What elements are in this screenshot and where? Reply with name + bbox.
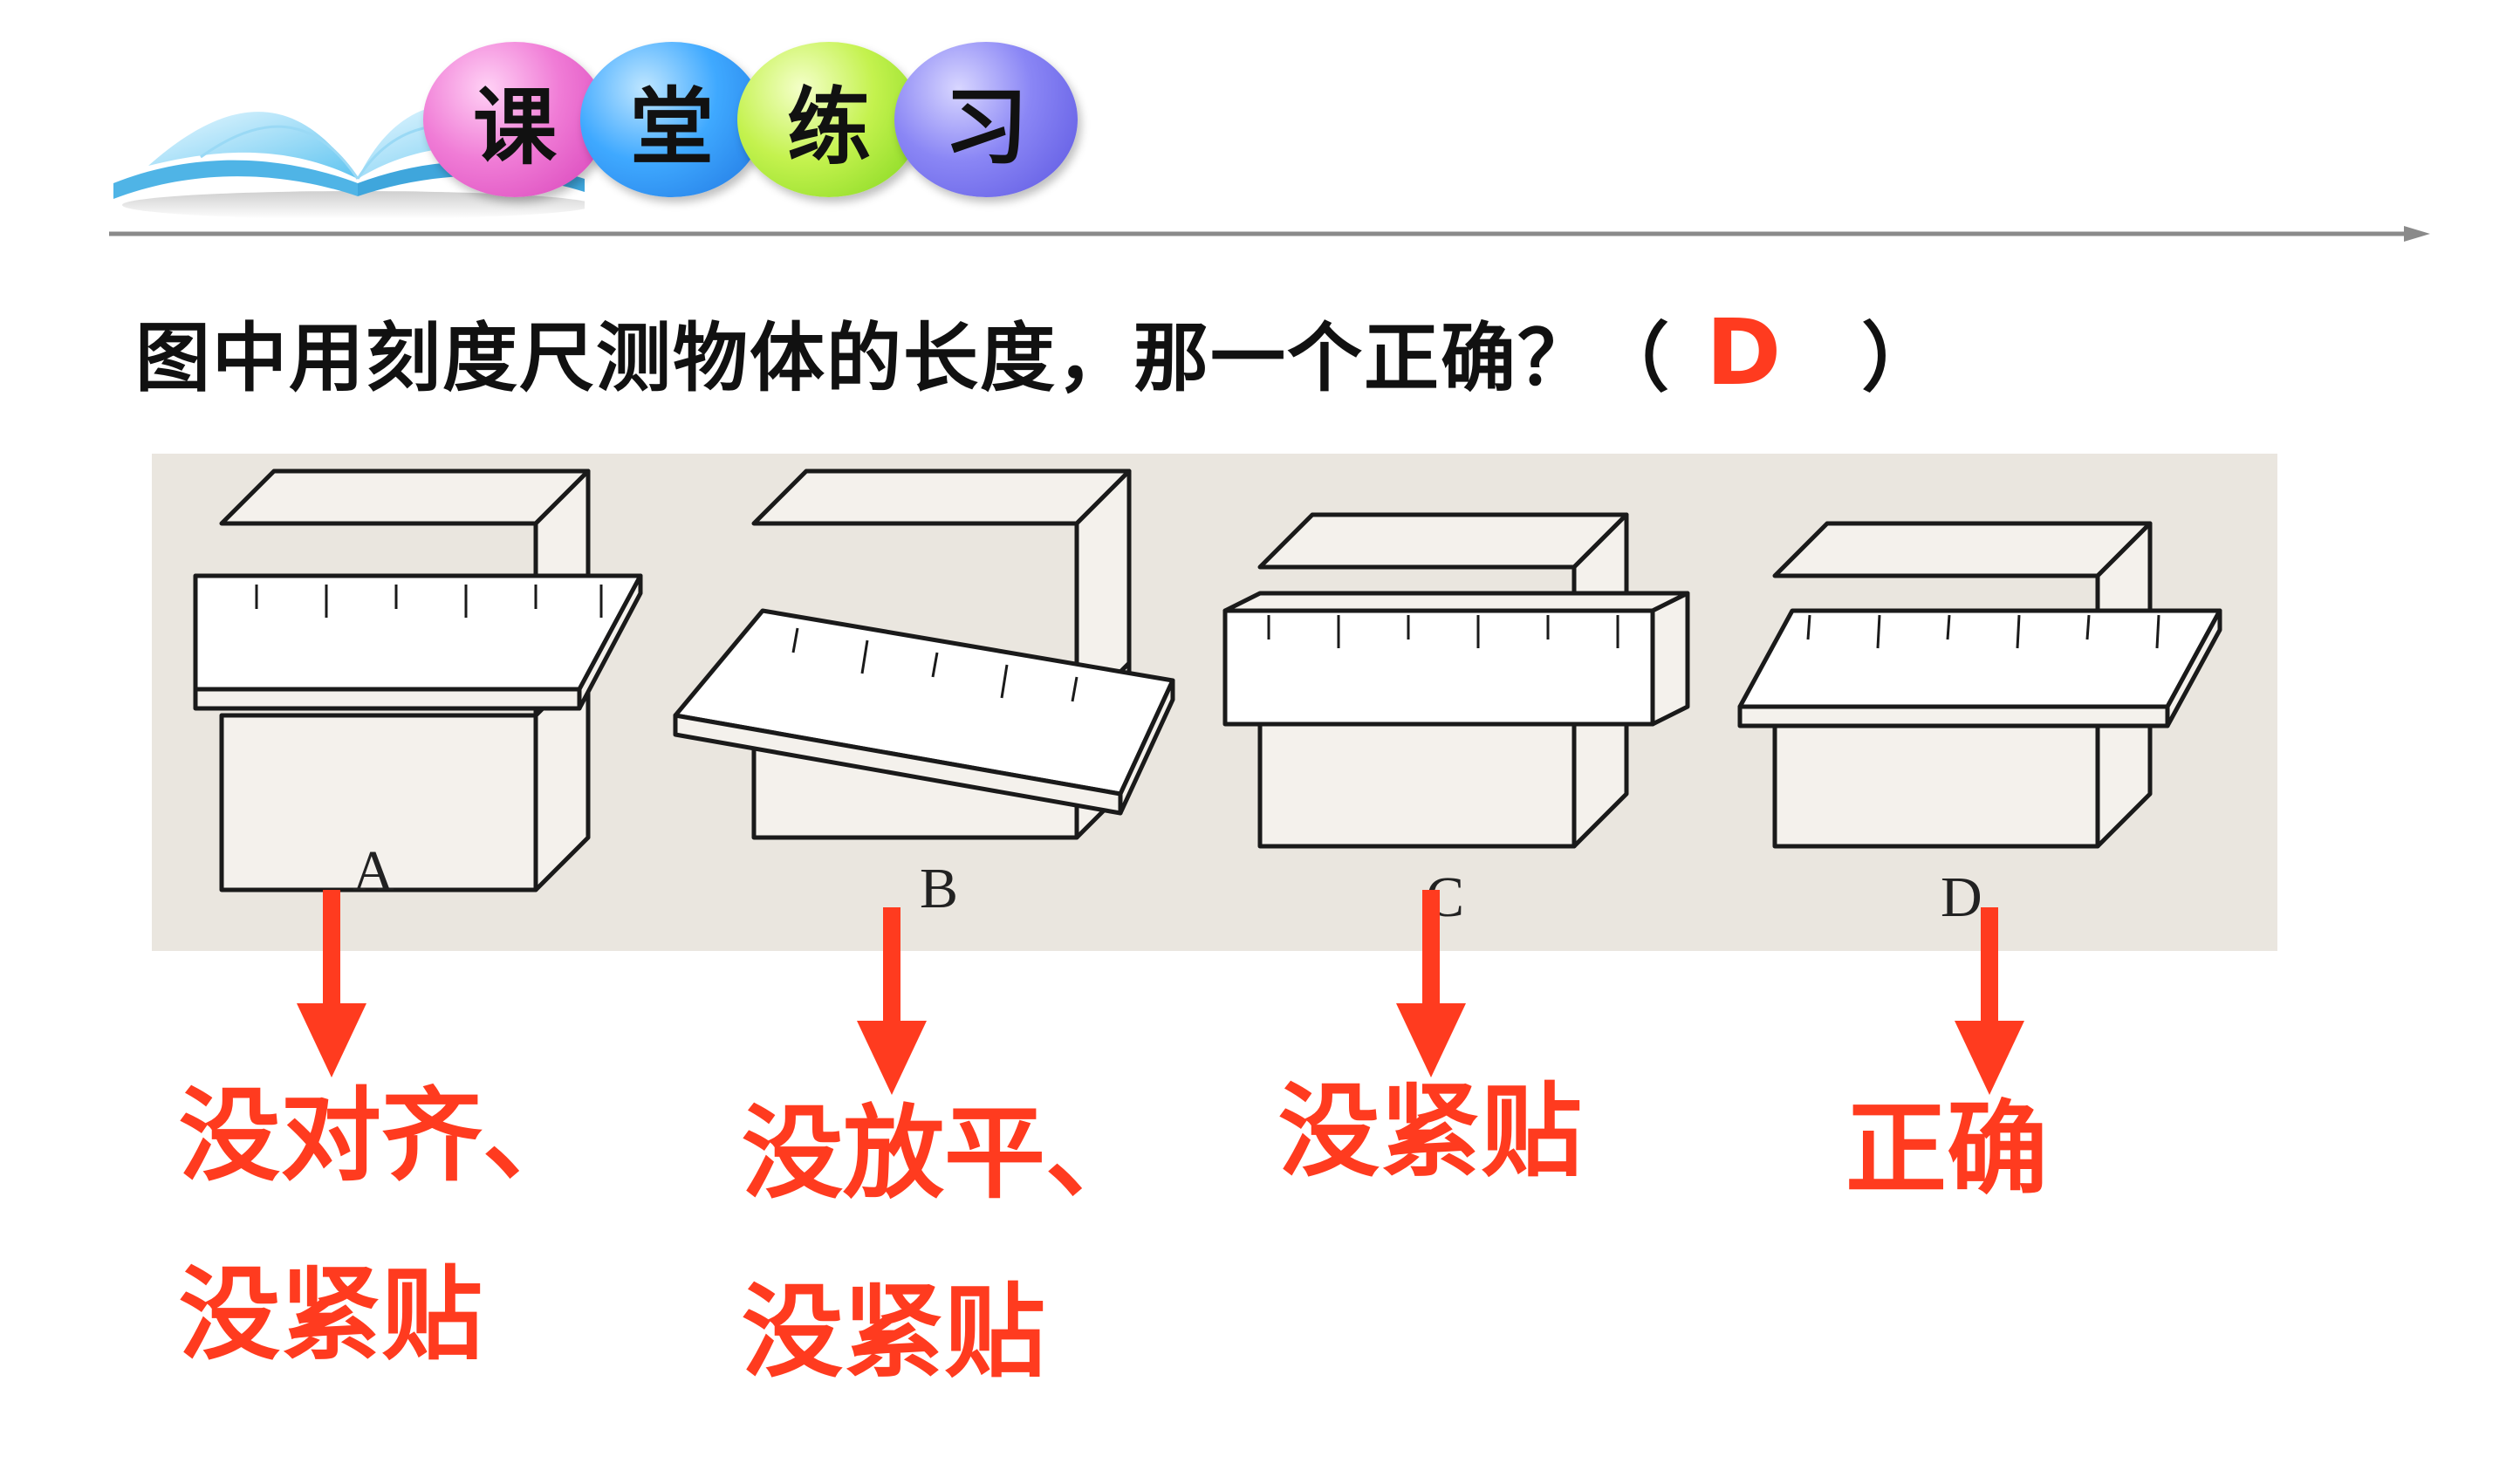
- note-b: 没放平、 没紧贴: [742, 1064, 1147, 1422]
- section-header: 课 堂 练 习: [0, 0, 2513, 244]
- note-line: 没紧贴: [1278, 1073, 1582, 1191]
- note-line: 正确: [1845, 1091, 2048, 1208]
- note-a: 没对齐、 没紧贴: [179, 1047, 584, 1405]
- title-char: 堂: [630, 78, 714, 176]
- title-char: 习: [944, 78, 1028, 176]
- ruler-measurement-figure: A B C D: [152, 454, 2277, 951]
- answer-letter: D: [1706, 299, 1784, 406]
- figure-c: [1222, 512, 1690, 849]
- title-char-bubble: 练: [737, 42, 921, 197]
- header-divider-arrow: [109, 226, 2430, 242]
- note-line: 没放平、: [742, 1095, 1147, 1213]
- figure-label-a: A: [353, 839, 394, 903]
- question-close: ）: [1861, 315, 1939, 402]
- title-char: 课: [473, 78, 557, 176]
- note-c: 没紧贴: [1278, 1043, 1582, 1221]
- note-line: 没紧贴: [179, 1256, 483, 1374]
- title-char-bubble: 堂: [580, 42, 763, 197]
- arrow-down-icon: [297, 890, 366, 1077]
- figure-a: [193, 468, 643, 892]
- title-char-bubble: 课: [423, 42, 606, 197]
- question-text: 图中用刻度尺测物体的长度，那一个正确？（ D ）: [135, 297, 1938, 406]
- figure-b: [673, 468, 1175, 840]
- figure-label-b: B: [920, 857, 958, 920]
- figure-d: [1737, 521, 2222, 849]
- figure-label-d: D: [1941, 865, 1982, 929]
- question-prompt: 图中用刻度尺测物体的长度，那一个正确？（: [135, 315, 1671, 402]
- arrow-down-icon: [1396, 890, 1466, 1077]
- arrow-down-icon: [857, 907, 927, 1095]
- arrow-down-icon: [1955, 907, 2024, 1095]
- note-line: 没对齐、: [179, 1077, 584, 1195]
- title-char-bubble: 习: [894, 42, 1078, 197]
- note-d: 正确: [1845, 1060, 2048, 1239]
- note-line: 没紧贴: [742, 1274, 1045, 1392]
- title-char: 练: [787, 78, 871, 176]
